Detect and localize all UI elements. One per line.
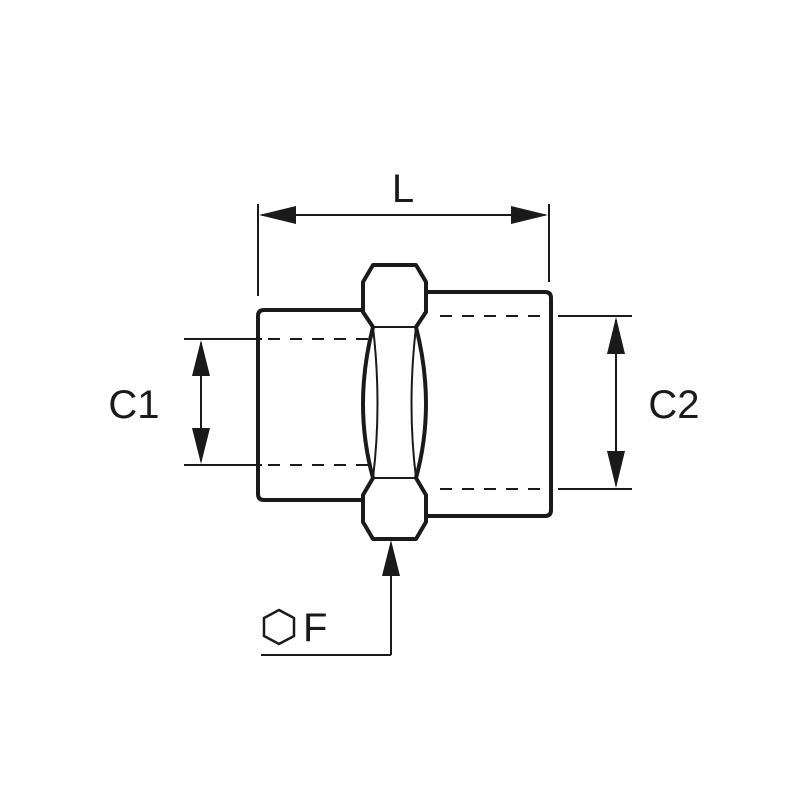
c2-dimension: C2 — [558, 315, 700, 490]
c2-label: C2 — [648, 383, 699, 427]
length-arrow-right — [511, 206, 548, 224]
hex-nut-outline — [361, 263, 428, 541]
c2-arrow-bottom — [607, 451, 625, 488]
left-body — [256, 308, 372, 502]
c1-label: C1 — [108, 383, 159, 427]
c2-arrow-top — [607, 317, 625, 354]
c1-dimension: C1 — [108, 338, 262, 466]
length-arrow-left — [259, 206, 296, 224]
length-label: L — [392, 167, 414, 211]
length-dimension: L — [257, 167, 550, 296]
right-body — [418, 290, 553, 518]
hex-nut-inner-flat-right — [410, 326, 417, 479]
right-body-outline — [418, 290, 553, 518]
c1-arrow-top — [192, 340, 210, 376]
wrench-size-label: F — [303, 606, 327, 650]
wrench-size-callout: F — [261, 540, 400, 656]
hex-nut-inner-flat-left — [372, 326, 379, 479]
left-body-outline — [256, 308, 372, 502]
c1-arrow-bottom — [192, 428, 210, 464]
hex-nut — [361, 263, 428, 541]
hexagon-icon — [262, 608, 296, 646]
wrench-leader-arrow — [382, 540, 400, 576]
